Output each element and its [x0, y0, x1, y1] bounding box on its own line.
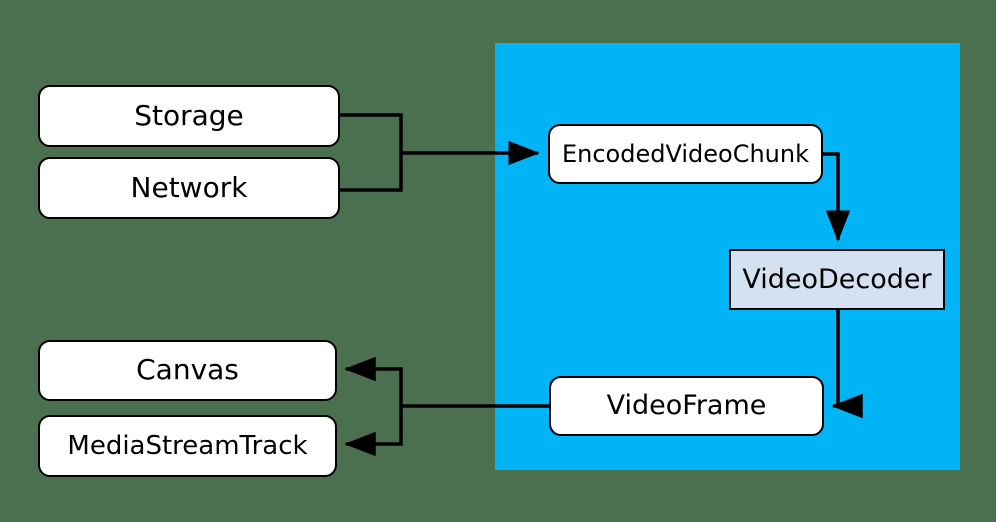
node-network-label: Network [130, 170, 248, 204]
node-videoframe[interactable]: VideoFrame [549, 376, 824, 436]
node-mediastreamtrack[interactable]: MediaStreamTrack [38, 415, 337, 477]
node-encodedvideochunk[interactable]: EncodedVideoChunk [548, 124, 823, 184]
node-network[interactable]: Network [38, 157, 340, 219]
node-canvas[interactable]: Canvas [38, 340, 337, 401]
node-videodecoder-label: VideoDecoder [742, 263, 932, 295]
node-videoframe-label: VideoFrame [606, 390, 767, 422]
node-canvas-label: Canvas [136, 353, 239, 387]
node-videodecoder[interactable]: VideoDecoder [729, 249, 945, 310]
node-storage[interactable]: Storage [38, 85, 340, 147]
node-encodedvideochunk-label: EncodedVideoChunk [561, 139, 810, 168]
node-mediastreamtrack-label: MediaStreamTrack [67, 430, 308, 461]
node-storage-label: Storage [134, 98, 244, 132]
